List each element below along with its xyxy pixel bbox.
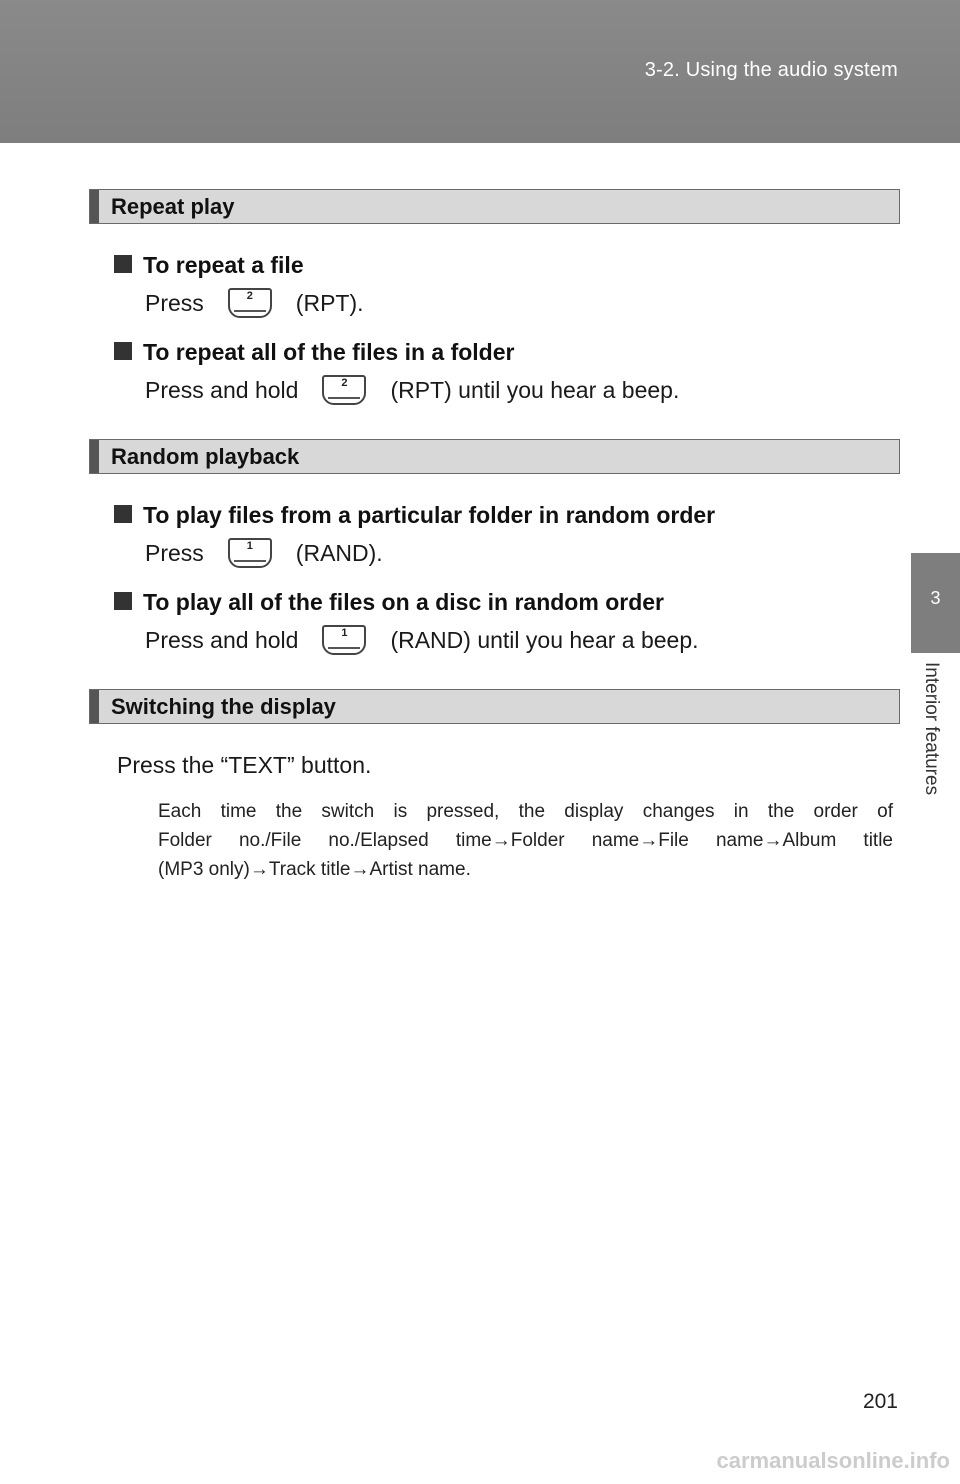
subheading-random-folder: To play files from a particular folder i…: [114, 502, 715, 529]
section-header-random-playback: Random playback: [89, 439, 900, 474]
instruction-text: Press and hold: [145, 376, 299, 403]
instruction-text-button: Press the “TEXT” button.: [117, 752, 372, 778]
instruction-text: Press and hold: [145, 626, 299, 653]
header-band: [0, 0, 960, 143]
instruction-text: Press: [145, 289, 204, 316]
preset-1-button-icon: 1: [322, 625, 367, 655]
instruction-random-disc: Press and hold 1 (RAND) until you hear a b…: [145, 625, 699, 655]
button-number: 2: [341, 377, 348, 389]
instruction-text: Press: [145, 539, 204, 566]
section-header-switching-display: Switching the display: [89, 689, 900, 724]
instruction-repeat-folder: Press and hold 2 (RPT) until you hear a be…: [145, 375, 679, 405]
subheading-repeat-folder: To repeat all of the files in a folder: [114, 339, 514, 366]
preset-2-button-icon: 2: [227, 288, 272, 318]
subheading-text: To play files from a particular folder i…: [143, 502, 716, 528]
button-number: 2: [246, 290, 253, 302]
subheading-text: To repeat all of the files in a folder: [143, 339, 515, 365]
instruction-text: (RAND) until you hear a beep.: [390, 626, 699, 653]
subheading-text: To repeat a file: [143, 252, 304, 278]
chapter-label-wrap: Interior features: [920, 662, 952, 832]
note-line: (MP3 only)→Track title→Artist name.: [158, 859, 471, 880]
square-bullet-icon: [114, 255, 132, 273]
instruction-repeat-file: Press 2 (RPT).: [145, 288, 364, 318]
display-order-note: Each time the switch is pressed, the dis…: [158, 797, 893, 884]
instruction-random-folder: Press 1 (RAND).: [145, 538, 383, 568]
square-bullet-icon: [114, 342, 132, 360]
section-title: Random playback: [111, 444, 300, 469]
preset-2-button-icon: 2: [322, 375, 367, 405]
instruction-text: (RAND).: [295, 539, 383, 566]
header-section-title: 3-2. Using the audio system: [644, 59, 898, 81]
button-number: 1: [246, 540, 253, 552]
note-line: Each time the switch is pressed, the dis…: [158, 801, 893, 822]
section-title: Switching the display: [111, 694, 336, 719]
chapter-number: 3: [930, 588, 941, 608]
subheading-random-disc: To play all of the files on a disc in ra…: [114, 589, 664, 616]
instruction-text: (RPT).: [295, 289, 364, 316]
note-line: Folder no./File no./Elapsed time→Folder …: [158, 830, 893, 851]
square-bullet-icon: [114, 505, 132, 523]
square-bullet-icon: [114, 592, 132, 610]
button-number: 1: [341, 627, 348, 639]
chapter-tab: [911, 553, 960, 653]
preset-1-button-icon: 1: [227, 538, 272, 568]
watermark: carmanualsonline.info: [716, 1448, 951, 1473]
subheading-repeat-file: To repeat a file: [114, 252, 304, 279]
section-title: Repeat play: [111, 194, 235, 219]
page-number: 201: [862, 1390, 898, 1413]
instruction-text: (RPT) until you hear a beep.: [390, 376, 680, 403]
section-header-repeat-play: Repeat play: [89, 189, 900, 224]
chapter-label: Interior features: [921, 662, 942, 796]
subheading-text: To play all of the files on a disc in ra…: [143, 589, 664, 615]
